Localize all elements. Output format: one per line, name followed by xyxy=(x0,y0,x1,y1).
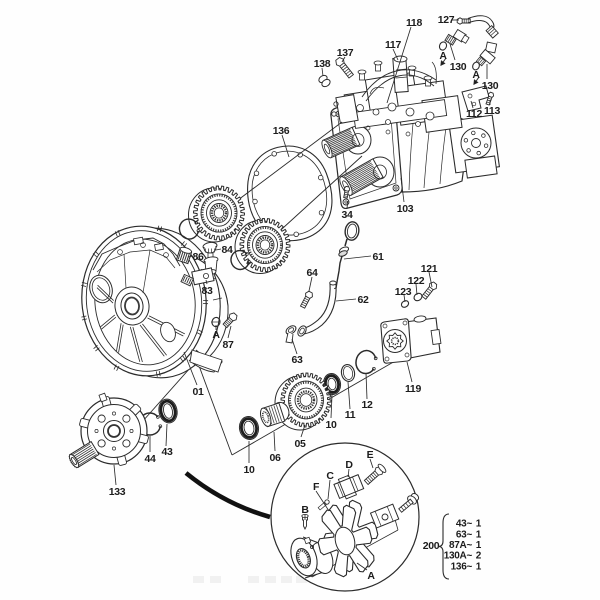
svg-text:2: 2 xyxy=(476,551,482,562)
svg-text:133: 133 xyxy=(109,486,126,498)
svg-text:118: 118 xyxy=(406,17,422,29)
svg-text:61: 61 xyxy=(372,251,384,263)
svg-text:130: 130 xyxy=(482,80,499,92)
svg-text:43: 43 xyxy=(161,446,173,458)
svg-text:A: A xyxy=(212,329,220,341)
svg-text:11: 11 xyxy=(345,409,356,421)
svg-text:84: 84 xyxy=(221,244,233,256)
svg-text:103: 103 xyxy=(397,203,414,215)
svg-text:1: 1 xyxy=(476,519,482,530)
svg-text:127: 127 xyxy=(438,14,455,26)
svg-text:87: 87 xyxy=(222,339,234,351)
svg-text:1: 1 xyxy=(476,562,482,573)
svg-text:B: B xyxy=(301,504,309,516)
svg-text:117: 117 xyxy=(385,39,401,51)
svg-text:05: 05 xyxy=(294,438,306,450)
svg-text:F: F xyxy=(313,481,320,493)
svg-text:34: 34 xyxy=(341,209,353,221)
svg-text:12: 12 xyxy=(361,399,373,411)
svg-text:123: 123 xyxy=(395,286,412,298)
svg-text:130: 130 xyxy=(450,61,467,73)
svg-text:138: 138 xyxy=(314,58,331,70)
svg-text:113: 113 xyxy=(484,105,500,117)
svg-text:62: 62 xyxy=(357,294,369,306)
svg-text:E: E xyxy=(367,449,374,461)
svg-text:63: 63 xyxy=(291,354,303,366)
svg-text:A: A xyxy=(472,69,480,81)
svg-text:01: 01 xyxy=(192,386,204,398)
svg-text:06: 06 xyxy=(269,452,281,464)
svg-text:136~: 136~ xyxy=(451,562,473,573)
svg-text:D: D xyxy=(345,459,353,471)
svg-text:C: C xyxy=(326,470,334,482)
svg-text:86: 86 xyxy=(192,251,204,263)
svg-text:83: 83 xyxy=(201,285,213,297)
svg-text:121: 121 xyxy=(421,263,438,275)
svg-text:10: 10 xyxy=(325,419,337,431)
svg-text:136: 136 xyxy=(273,125,290,137)
svg-text:119: 119 xyxy=(405,383,421,395)
svg-text:A: A xyxy=(367,570,375,582)
svg-text:44: 44 xyxy=(144,453,156,465)
svg-text:87A~: 87A~ xyxy=(449,540,472,551)
svg-text:10: 10 xyxy=(243,464,255,476)
svg-text:137: 137 xyxy=(337,47,354,59)
svg-text:64: 64 xyxy=(306,267,318,279)
svg-text:200: 200 xyxy=(423,540,440,552)
svg-text:130A~: 130A~ xyxy=(444,551,473,562)
svg-text:112: 112 xyxy=(466,108,482,120)
svg-text:43~: 43~ xyxy=(456,519,473,530)
svg-text:A: A xyxy=(439,50,447,62)
svg-text:122: 122 xyxy=(408,275,425,287)
svg-text:63~: 63~ xyxy=(456,530,473,541)
svg-text:1: 1 xyxy=(476,530,482,541)
svg-text:1: 1 xyxy=(476,540,482,551)
